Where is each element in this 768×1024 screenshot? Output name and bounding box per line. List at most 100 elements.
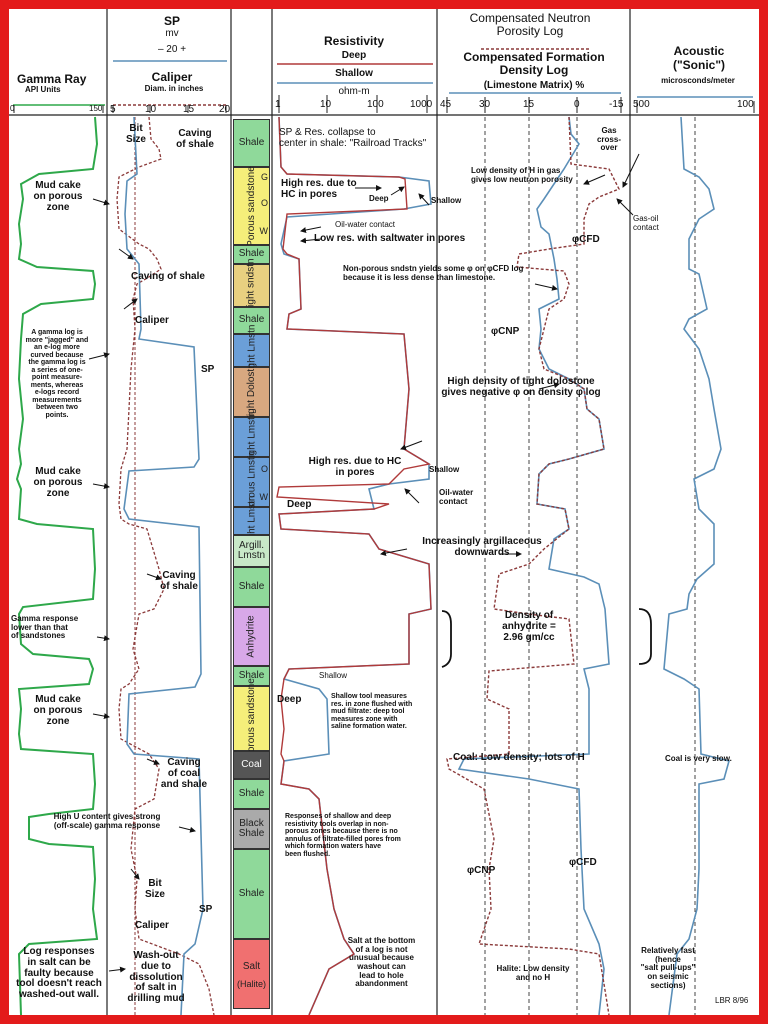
note-mudcake-3: Mud cake on porous zone (33, 694, 83, 727)
dens-tick-neg15: -15 (609, 99, 624, 110)
note-washout: Wash-out due to dissolution of salt in d… (127, 950, 185, 1005)
density-unit: (Limestone Matrix) % (483, 80, 585, 91)
note-deep-3: Deep (277, 694, 302, 705)
note-deep-1: Deep (369, 194, 389, 203)
note-shallow-2: Shallow (429, 465, 460, 474)
res-tick-10: 10 (320, 99, 332, 110)
lithology-label: Argill. Lmstn (237, 539, 266, 561)
lithology-label: Shale (238, 136, 265, 148)
note-gas-oil: Gas-oil contact (633, 214, 659, 232)
note-anhydrite-density: Density of anhydrite = 2.96 gm/cc (502, 610, 556, 643)
lithology-shale: Shale (233, 666, 270, 686)
fluid-zone-o: O (260, 198, 268, 208)
note-bit-size-1: Bit Size (125, 123, 146, 145)
note-caving-4: Caving of coal and shale (160, 757, 208, 790)
fluid-zone-o: O (260, 464, 268, 474)
note-coal-slow: Coal is very slow. (665, 754, 732, 763)
note-phi-cnp-1: φCNP (491, 326, 520, 337)
note-caving-3: Caving of shale (160, 570, 198, 592)
caliper-tick-10: 10 (145, 104, 157, 115)
lithology-salt: Salt(Halite) (233, 939, 270, 1009)
lithology-tight-dolostn: Tight Dolostn (233, 363, 270, 421)
note-oil-water-2: Oil-water contact (439, 488, 474, 506)
lithology-sublabel: (Halite) (236, 979, 266, 989)
fluid-zone-w: W (259, 226, 269, 236)
dens-tick-30: 30 (479, 99, 491, 110)
density-title: Compensated Formation Density Log (463, 50, 605, 77)
note-relatively-fast: Relatively fast (hence "salt pull-ups" o… (640, 946, 696, 990)
note-sp-2: SP (199, 904, 213, 915)
lithology-anhydrite: Anhydrite (233, 607, 270, 666)
note-railroad: SP & Res. collapse to center in shale: "… (279, 127, 427, 149)
log-panel: Gamma Ray API Units 0 150 SP mv – 20 + C… (9, 9, 759, 1015)
gamma-tick-0: 0 (10, 104, 15, 113)
credit: LBR 8/96 (715, 996, 749, 1005)
lithology-label: Shale (238, 787, 265, 799)
lithology-label: Shale (238, 887, 265, 899)
lithology-argill-lmstn: Argill. Lmstn (233, 535, 270, 567)
caliper-tick-20: 20 (219, 104, 231, 115)
caliper-tick-15: 15 (183, 104, 195, 115)
note-shallow-3: Shallow (319, 671, 348, 680)
note-mudcake-1: Mud cake on porous zone (33, 180, 83, 213)
lithology-shale: Shale (233, 779, 270, 809)
lithology-tight-lmstn: Tight Lmstn (233, 495, 270, 547)
lithology-label: Anhydrite (246, 615, 257, 658)
caliper-title: Caliper (151, 70, 193, 84)
dens-tick-0: 0 (574, 99, 580, 110)
note-oil-water-1: Oil-water contact (335, 220, 396, 229)
lithology-label: Porous sandstone (246, 165, 257, 247)
acoustic-tick-100: 100 (737, 99, 754, 110)
caliper-unit: Diam. in inches (144, 84, 204, 93)
note-high-u: High U content gives strong (off-scale) … (53, 812, 161, 830)
lithology-label: Shale (238, 248, 265, 260)
res-tick-100: 100 (367, 99, 384, 110)
caliper-tick-5: 5 (110, 104, 116, 115)
gamma-title: Gamma Ray (17, 72, 87, 86)
note-phi-cnp-2: φCNP (467, 865, 496, 876)
lithology-tight-lmstn: Tight Lmstn (233, 325, 270, 376)
acoustic-unit: microsconds/meter (661, 76, 735, 85)
note-shallow-tool: Shallow tool measures res. in zone flush… (331, 693, 413, 731)
dens-tick-45: 45 (440, 99, 452, 110)
note-low-res: Low res. with saltwater in pores (314, 233, 466, 244)
lithology-coal: Coal (233, 751, 270, 779)
note-phi-cfd-2: φCFD (569, 857, 597, 868)
note-caving-1: Caving of shale (176, 128, 214, 150)
note-coal: Coal: Low density; lots of H (453, 752, 585, 763)
note-argillaceous: Increasingly argillaceous downwards (422, 536, 542, 558)
note-gamma-jagged: A gamma log is more "jagged" and an e-lo… (25, 329, 89, 420)
fluid-zone-g: G (260, 172, 268, 182)
lithology-shale: Shale (233, 307, 270, 334)
lithology-shale: Shale (233, 849, 270, 939)
note-mudcake-2: Mud cake on porous zone (33, 466, 83, 499)
lithology-label: Shale (238, 314, 265, 326)
gamma-tick-150: 150 (89, 104, 103, 113)
lithology-tight-lmstn: Tight Lmstn (233, 411, 270, 463)
lithology-black-shale: Black Shale (233, 809, 270, 849)
sp-scale: – 20 + (157, 44, 187, 55)
note-low-density: Low density of H in gas gives low neutro… (471, 166, 573, 184)
note-gas-crossover: Gas cross- over (596, 126, 621, 153)
lithology-shale: Shale (233, 245, 270, 264)
note-high-res-1: High res. due to HC in pores (281, 178, 357, 200)
note-caliper-1: Caliper (135, 315, 169, 326)
note-halite: Halite: Low density and no H (496, 964, 570, 982)
note-salt-faulty: Log responses in salt can be faulty beca… (16, 946, 102, 1001)
acoustic-sub: ("Sonic") (672, 58, 726, 72)
resistivity-shallow: Shallow (335, 68, 373, 79)
acoustic-tick-500: 500 (633, 99, 650, 110)
sp-title: SP (163, 14, 180, 28)
lithology-tight-sndstn: Tight sndstn (233, 258, 270, 313)
lithology-label: Shale (238, 580, 265, 592)
lithology-label: Shale (238, 669, 265, 681)
sp-unit: mv (165, 28, 179, 39)
note-high-res-2: High res. due to HC in pores (308, 456, 402, 478)
note-caliper-2: Caliper (135, 920, 169, 931)
note-nonporous: Non-porous sndstn yields some φ on φCFD … (343, 264, 524, 282)
lithology-shale: Shale (233, 567, 270, 607)
note-overlap: Responses of shallow and deep resistivit… (285, 813, 401, 858)
res-tick-1000: 1000 (410, 99, 433, 110)
note-bit-size-2: Bit Size (144, 878, 165, 900)
